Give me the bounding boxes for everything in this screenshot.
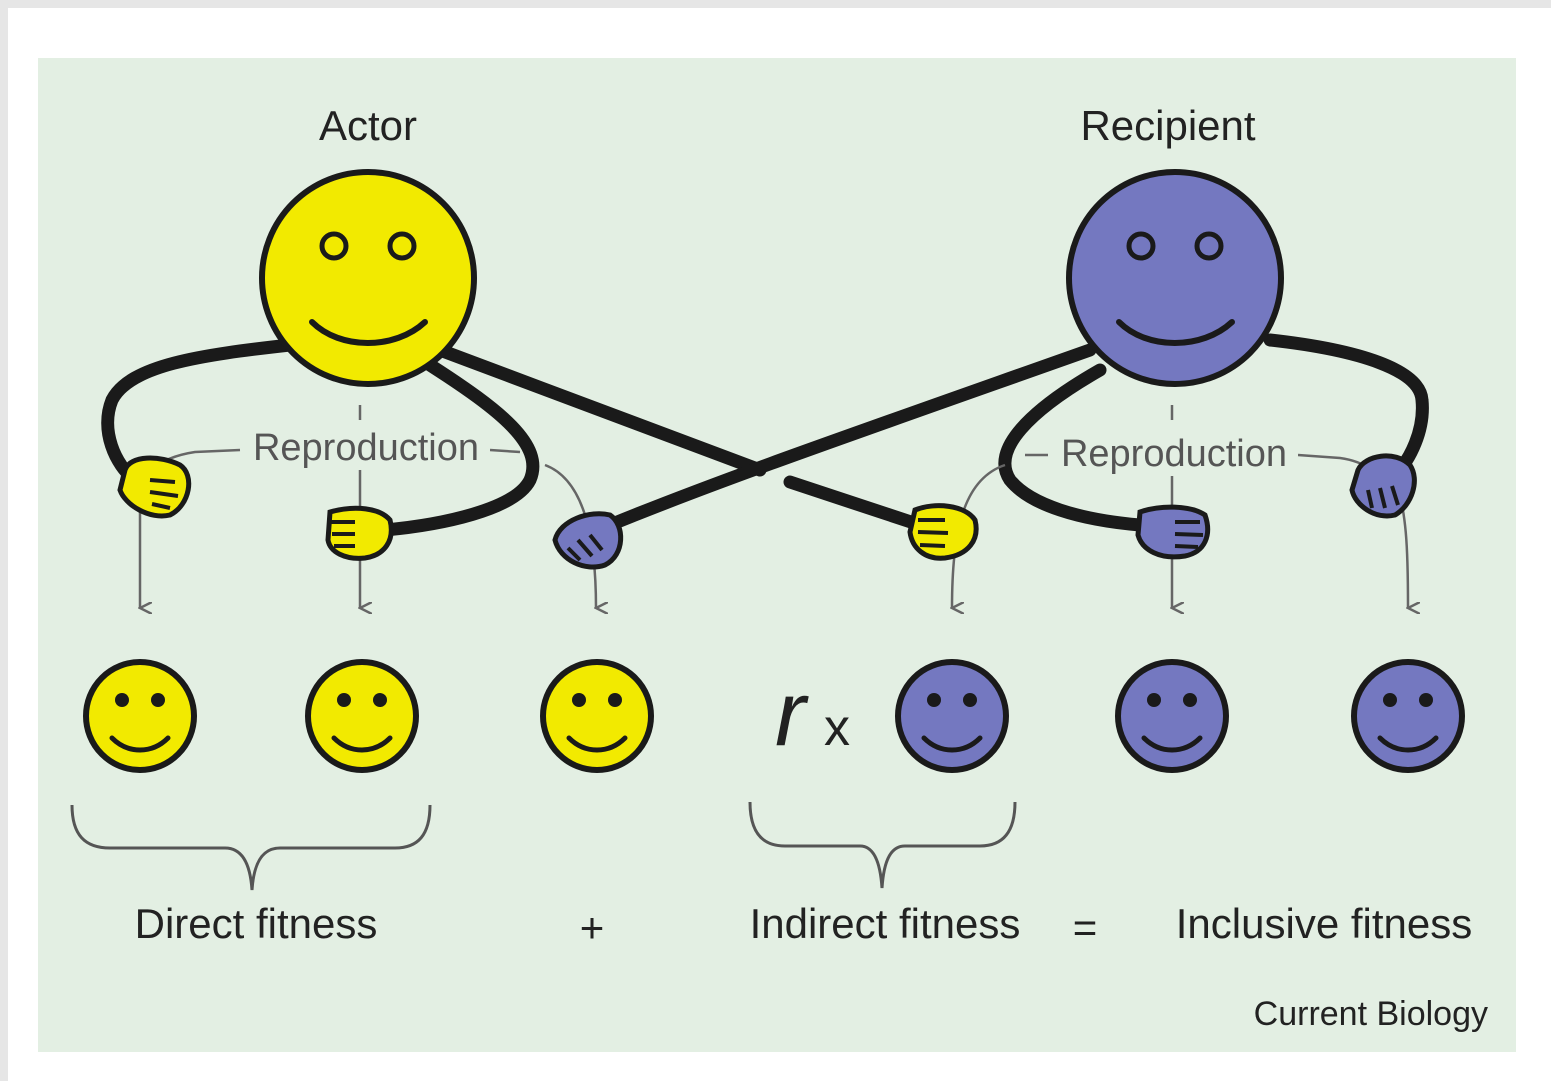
reproduction-label-left: Reproduction	[253, 427, 479, 469]
inclusive-fitness-label: Inclusive fitness	[1176, 900, 1472, 947]
recipient-hand-1-icon	[552, 511, 624, 570]
actor-hand-1-icon	[117, 455, 192, 519]
plus-sign: +	[580, 904, 605, 951]
indirect-fitness-label: Indirect fitness	[750, 900, 1021, 947]
offspring-actor-3-icon	[540, 659, 654, 773]
actor-hands	[117, 455, 979, 561]
braces	[70, 801, 1017, 891]
offspring-recipient-3-icon	[1351, 659, 1465, 773]
recipient-hand-3-icon	[1349, 453, 1417, 519]
offspring-recipient-2-icon	[1115, 659, 1229, 773]
indirect-fitness-brace	[748, 801, 1017, 889]
actor-arms	[101, 338, 927, 537]
equals-sign: =	[1073, 904, 1098, 951]
offspring-actor-2-icon	[305, 659, 419, 773]
recipient-face-icon	[1066, 169, 1284, 387]
direct-fitness-brace	[70, 804, 432, 891]
offspring-actor-1-icon	[83, 659, 197, 773]
offspring-recipient-1-icon	[895, 659, 1009, 773]
source-credit: Current Biology	[1254, 995, 1488, 1033]
recipient-arms	[603, 333, 1429, 532]
reproduction-label-right: Reproduction	[1061, 433, 1287, 475]
relatedness-symbol: r	[775, 663, 809, 765]
recipient-hands	[552, 453, 1417, 570]
actor-face-icon	[259, 169, 477, 387]
actor-hand-3-icon	[907, 503, 979, 561]
actor-label: Actor	[319, 102, 417, 149]
recipient-hand-2-icon	[1135, 504, 1211, 560]
offspring-faces	[83, 659, 1465, 773]
actor-hand-2-icon	[325, 505, 394, 561]
recipient-label: Recipient	[1080, 102, 1255, 149]
direct-fitness-label: Direct fitness	[135, 900, 378, 947]
multiply-symbol: x	[824, 699, 850, 757]
